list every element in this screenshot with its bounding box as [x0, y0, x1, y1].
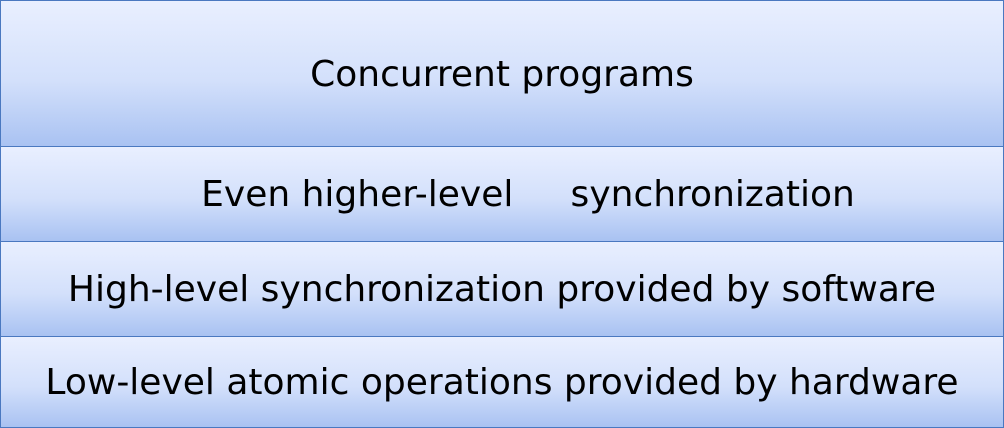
layer-concurrent-programs: Concurrent programs [0, 0, 1004, 147]
layer-label: Low-level atomic operations provided by … [45, 361, 959, 403]
layer-even-higher-level-synchronization: Even higher-level synchronization [0, 146, 1004, 242]
layer-label: Concurrent programs [310, 54, 694, 95]
layer-low-level-atomic-operations: Low-level atomic operations provided by … [0, 336, 1004, 428]
layer-high-level-synchronization: High-level synchronization provided by s… [0, 241, 1004, 337]
layer-label: High-level synchronization provided by s… [67, 268, 937, 310]
layer-label: Even higher-level synchronization [201, 173, 855, 215]
